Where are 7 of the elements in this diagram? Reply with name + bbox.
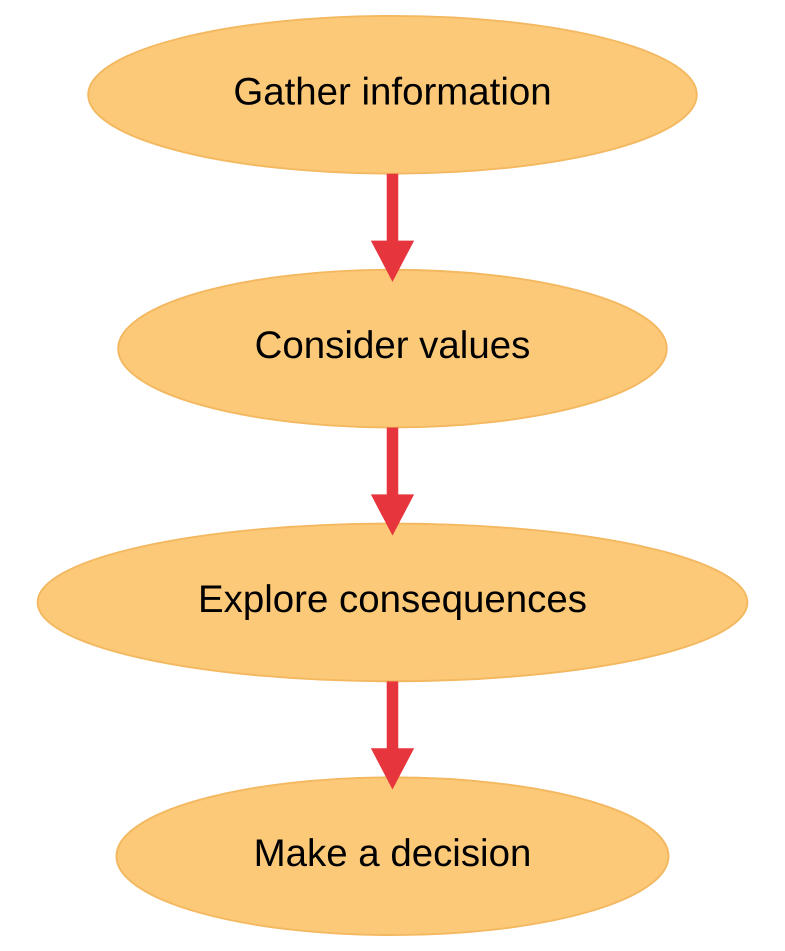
- node-ellipse: Gather information: [87, 14, 698, 175]
- node-ellipse: Explore consequences: [36, 522, 748, 682]
- node-ellipse: Make a decision: [115, 776, 670, 936]
- arrow: [370, 681, 414, 790]
- node-ellipse: Consider values: [117, 268, 668, 428]
- arrow: [370, 428, 414, 536]
- arrow: [370, 174, 414, 282]
